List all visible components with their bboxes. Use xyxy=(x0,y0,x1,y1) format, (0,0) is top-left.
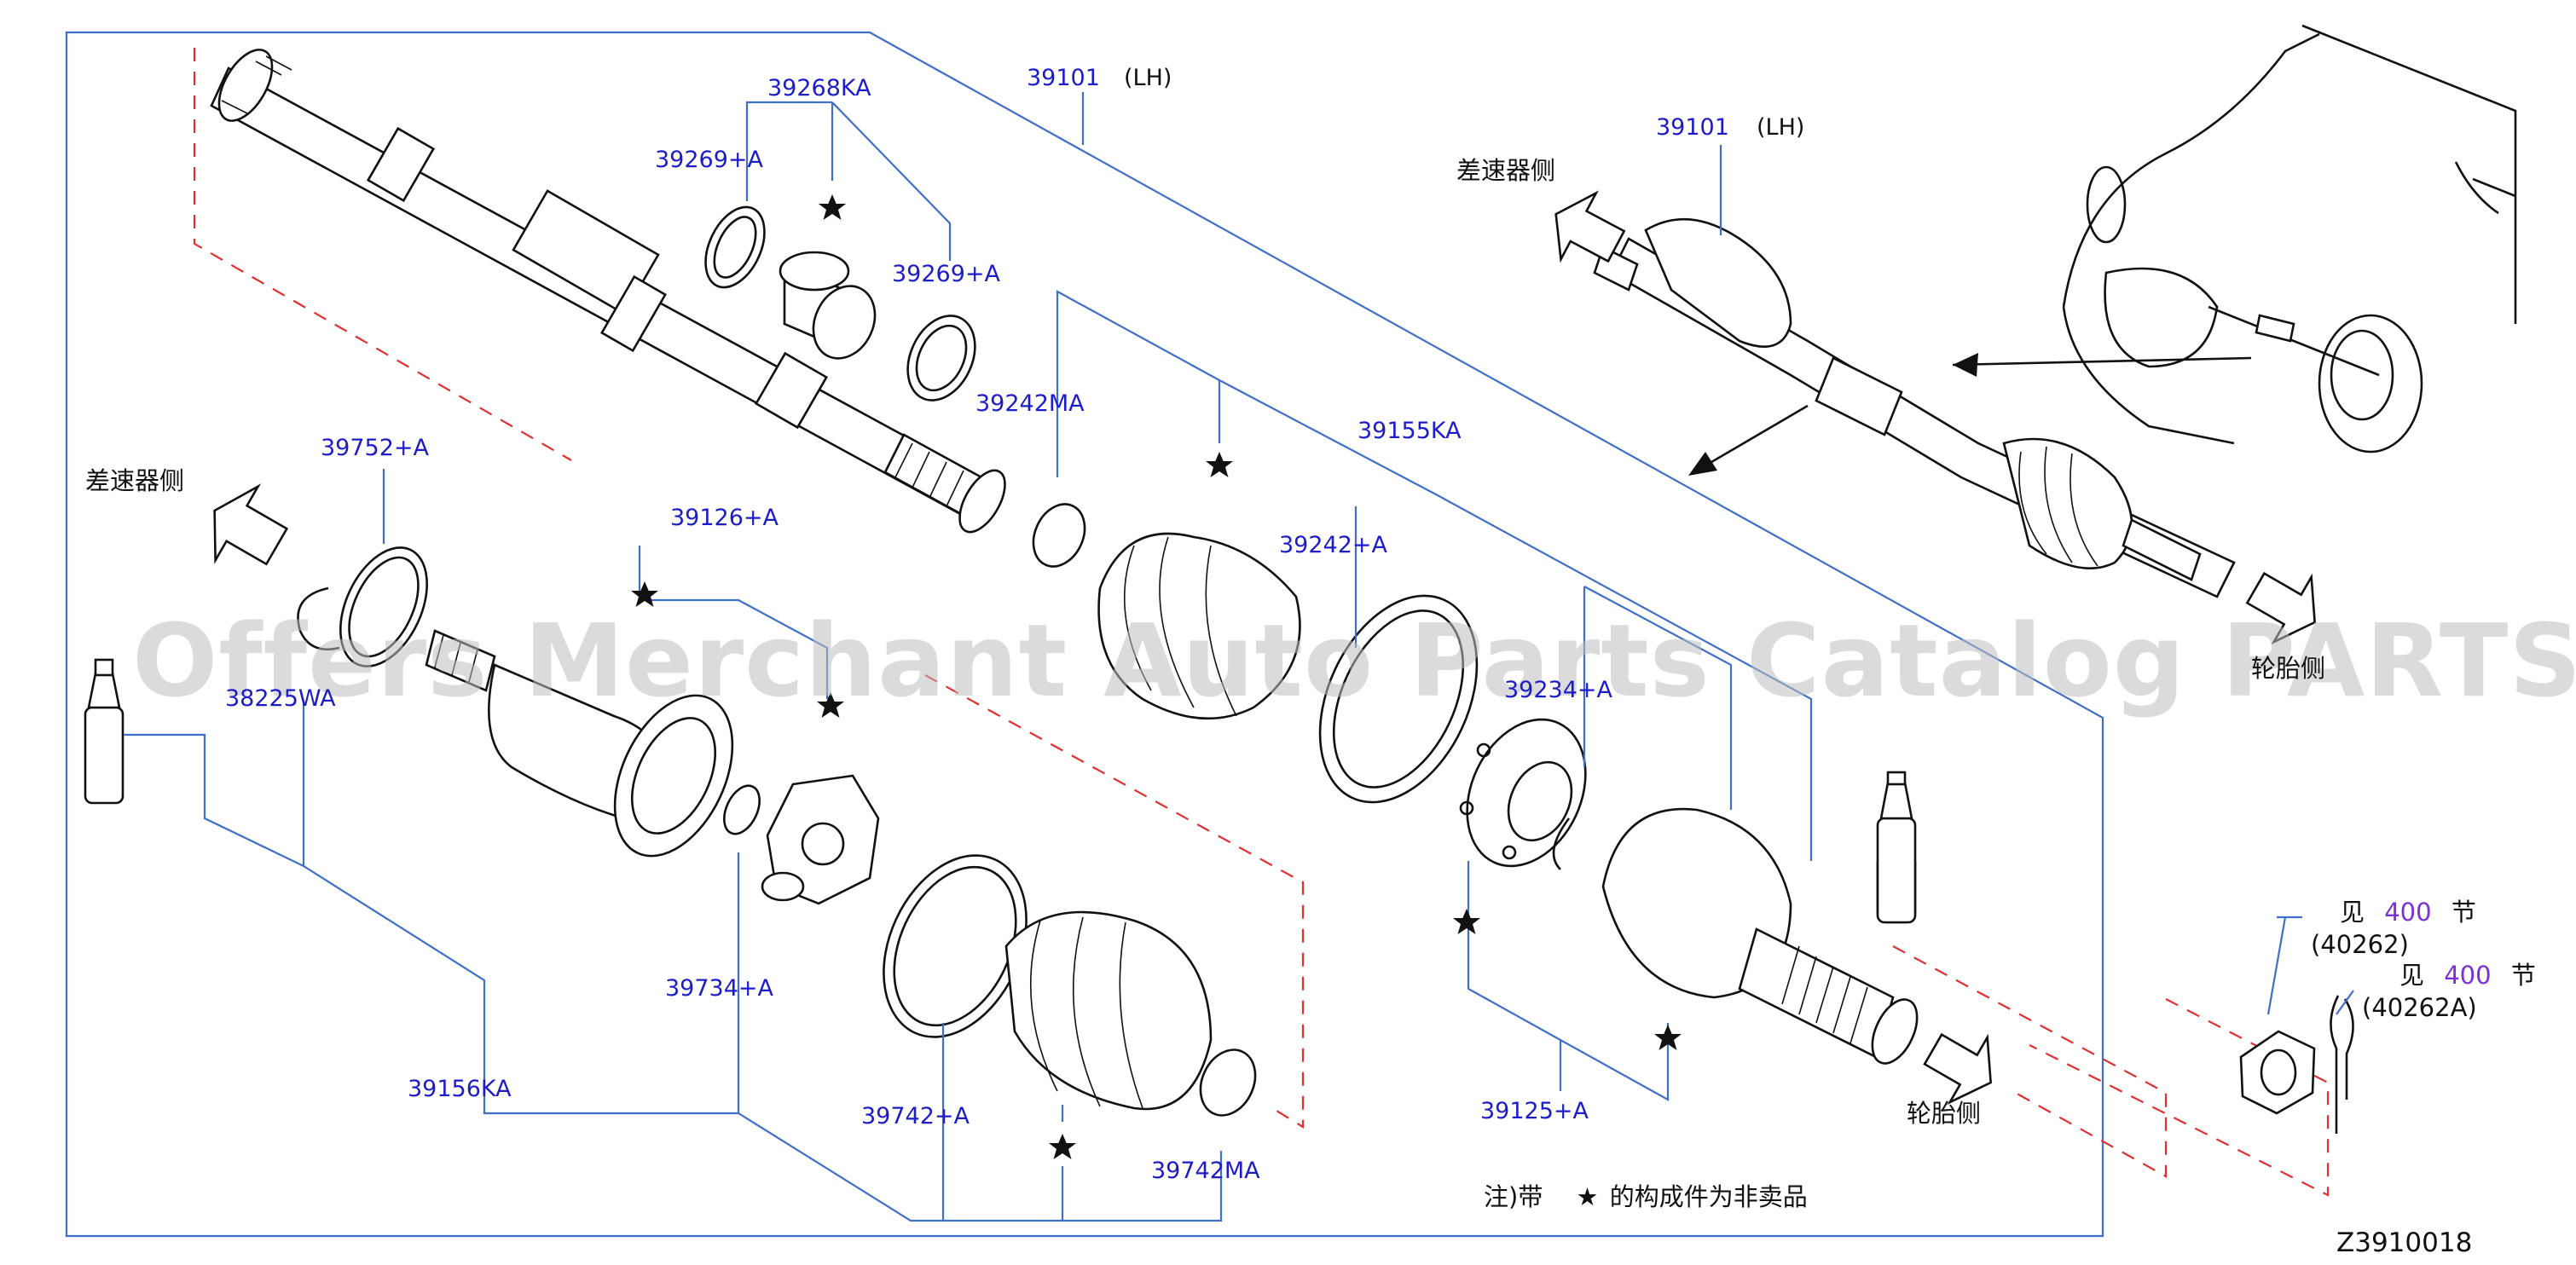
part-label-39126a[interactable]: 39126+A xyxy=(670,505,779,531)
inner-joint-group xyxy=(84,546,1257,1117)
damper-group xyxy=(704,205,976,401)
section-reference-1: 见 400 节 (40262) xyxy=(2311,898,2476,959)
part-label-39101-inset[interactable]: 39101 xyxy=(1656,114,1729,141)
diagram-code: Z3910018 xyxy=(2336,1227,2472,1258)
part-labels: 39101 (LH) 39268KA 39269+A 39269+A 39242… xyxy=(225,65,1804,1184)
note-star: ★ xyxy=(1577,1182,1599,1211)
part-label-39742a[interactable]: 39742+A xyxy=(861,1103,970,1129)
inner-boot-assembly xyxy=(1032,503,1479,804)
cotter-pin xyxy=(2330,995,2354,1134)
part-label-39268ka[interactable]: 39268KA xyxy=(767,75,871,101)
direction-labels: 差速器侧 差速器侧 轮胎侧 轮胎侧 xyxy=(85,156,2325,1128)
ref-section-link[interactable]: 400 xyxy=(2384,898,2431,927)
ref-code: (40262) xyxy=(2311,930,2409,959)
ref-section-link[interactable]: 400 xyxy=(2444,961,2491,990)
part-label-38225wa[interactable]: 38225WA xyxy=(225,685,336,712)
diff-side-label-inset: 差速器侧 xyxy=(1456,156,1555,185)
lh-label: (LH) xyxy=(1124,65,1172,91)
part-label-39101[interactable]: 39101 xyxy=(1027,65,1100,91)
ref-suffix: 节 xyxy=(2452,898,2476,927)
watermark-text: Offers Merchant Auto Parts Catalog PARTS… xyxy=(132,602,2576,719)
lh-label-inset: (LH) xyxy=(1757,114,1804,141)
direction-arrows xyxy=(213,190,2317,1106)
ref-suffix: 节 xyxy=(2511,961,2536,990)
part-label-39242ma[interactable]: 39242MA xyxy=(975,390,1085,417)
ref-prefix: 见 xyxy=(2340,898,2365,927)
svg-text:注)带 ★ 的构成件为非卖品: 注)带 ★ 的构成件为非卖品 xyxy=(1484,1182,1808,1211)
ref-code: (40262A) xyxy=(2362,993,2477,1022)
star-icon xyxy=(819,194,846,220)
grease-tube-right xyxy=(1876,771,1917,924)
part-label-39125a[interactable]: 39125+A xyxy=(1480,1098,1589,1124)
part-label-39155ka[interactable]: 39155KA xyxy=(1357,418,1462,444)
note-prefix: 注)带 xyxy=(1484,1182,1543,1211)
part-label-39269a-right[interactable]: 39269+A xyxy=(892,261,1001,287)
part-label-39156ka[interactable]: 39156KA xyxy=(408,1076,512,1102)
leader-lines xyxy=(124,92,2354,1222)
ref-prefix: 见 xyxy=(2399,961,2424,990)
star-icon xyxy=(1206,452,1233,477)
part-label-39234a[interactable]: 39234+A xyxy=(1504,677,1613,703)
diff-side-label-left: 差速器侧 xyxy=(85,466,184,495)
svg-text:见 400 节: 见 400 节 xyxy=(2340,898,2476,927)
inset-axle xyxy=(1593,217,2236,598)
star-icon xyxy=(1049,1134,1076,1159)
part-label-39752a[interactable]: 39752+A xyxy=(321,435,430,461)
intermediate-shaft xyxy=(210,49,1006,534)
svg-text:见 400 节: 见 400 节 xyxy=(2399,961,2536,990)
part-label-39242a[interactable]: 39242+A xyxy=(1279,532,1388,558)
footnote: 注)带 ★ 的构成件为非卖品 xyxy=(1484,1182,1808,1211)
inset-vehicle xyxy=(2062,24,2517,453)
tire-side-label-main: 轮胎侧 xyxy=(1907,1099,1981,1128)
tire-side-label-inset: 轮胎侧 xyxy=(2251,654,2325,683)
star-icon xyxy=(1453,909,1480,934)
part-label-39269a-left[interactable]: 39269+A xyxy=(655,147,764,173)
main-frame xyxy=(65,31,2104,1238)
outer-joint xyxy=(1601,807,1919,1065)
hub-nut xyxy=(2239,1030,2316,1115)
note-suffix: 的构成件为非卖品 xyxy=(1610,1182,1808,1211)
section-reference-2: 见 400 节 (40262A) xyxy=(2362,961,2536,1022)
part-label-39734a[interactable]: 39734+A xyxy=(665,975,774,1002)
part-label-39742ma[interactable]: 39742MA xyxy=(1151,1158,1260,1184)
dashed-guides xyxy=(193,48,2330,1197)
cage-ring xyxy=(1459,718,1587,870)
